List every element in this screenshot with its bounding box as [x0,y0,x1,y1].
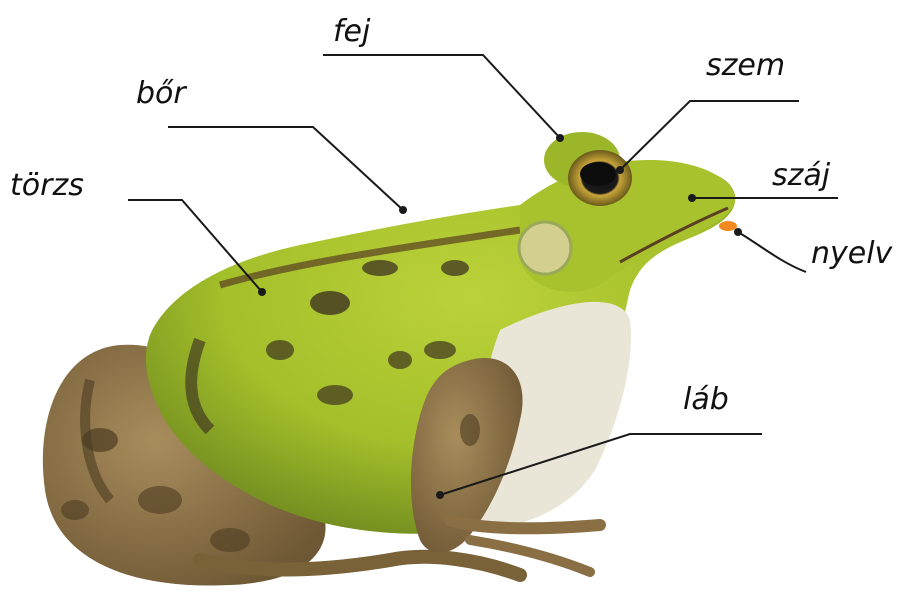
nyelv-dot [734,228,742,236]
label-torzs: törzs [10,168,84,203]
fej-line [323,55,560,138]
lab-dot [436,491,444,499]
label-szaj: száj [772,158,830,193]
label-lab: láb [683,382,729,417]
nyelv-line [738,232,806,272]
tympanum [519,222,571,274]
tongue [719,221,737,231]
label-nyelv: nyelv [811,236,892,271]
bor-dot [399,206,407,214]
label-fej: fej [333,14,370,49]
bor-line [168,127,403,210]
szem-dot [616,166,624,174]
szaj-dot [688,194,696,202]
fej-dot [556,134,564,142]
label-szem: szem [706,48,785,83]
label-bor: bőr [136,76,186,111]
torzs-dot [258,288,266,296]
